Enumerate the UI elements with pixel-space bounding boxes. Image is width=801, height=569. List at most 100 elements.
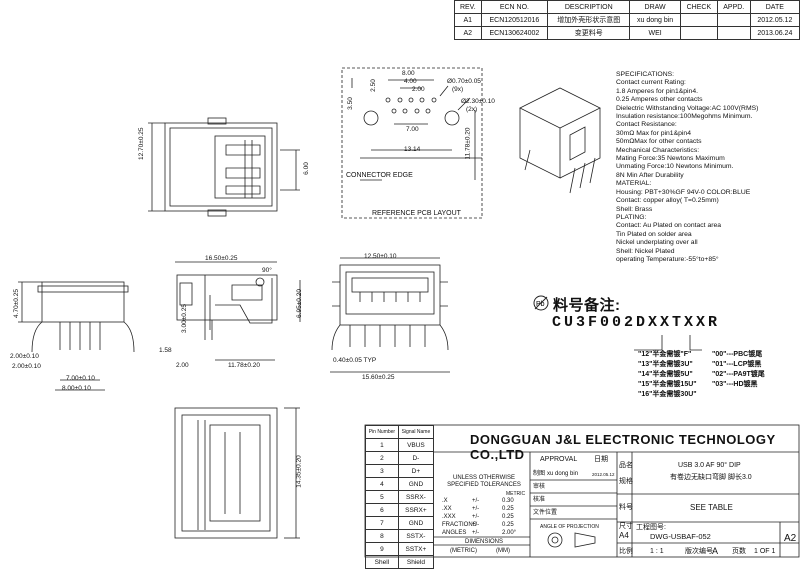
spec-line: operating Temperature:-55°to+85° [616,255,719,263]
spec-line: SPECIFICATIONS: [616,71,675,78]
rev-header: DRAW [629,0,681,14]
version-label: 版次编号 [685,548,713,555]
tolerance-row: FRACTIONS+/-0.25 [442,522,514,528]
pin-cell: SSTX+ [397,542,435,556]
rev-header: DATE [749,0,801,14]
part-option: "01"---LCP镀黑 [712,361,762,368]
drawn-label: 制图 [533,471,546,477]
spec-line: Insulation resistance:100Megohms Minimum… [616,113,753,121]
table-row: A1 ECN120512016 增加外壳形状示意图 xu dong bin 20… [454,13,801,27]
size-label: 尺寸 [619,523,633,530]
spec-line: Dielectric Withstanding Voltage:AC 100V(… [616,104,759,112]
doc-label: 文件位置 [533,510,558,516]
dim-side: 6.95±0.20 [295,289,303,318]
drawn-date: 2012.05.12 [592,472,615,477]
dim-side: 1.58 [159,347,172,354]
spec-line: Shell: Nickel Plated [616,247,675,255]
part-option: "14"半金需镀5U" [638,371,693,378]
tolerance-row: .X+/-0.30 [442,498,514,504]
rev-cell: 2013.06.24 [749,26,801,40]
part-option: "16"半金需镀30U" [638,391,697,398]
spec-line: PLATING: [616,213,647,221]
rev-header: DESCRIPTION [547,0,631,14]
dim-pcb: 3.50 [346,97,354,110]
rev-cell: ECN120512016 [480,13,549,27]
specifications-block: SPECIFICATIONS: Contact current Rating: … [616,71,758,264]
tolerance-row: .XX+/-0.25 [442,506,514,512]
metric-label: METRIC [506,491,526,497]
rev-cell: 2012.05.12 [749,13,801,27]
rev-cell [716,13,751,27]
spec-line: Unmating Force:10 Newtons Minimum. [616,163,734,171]
company-name: DONGGUAN J&L ELECTRONIC TECHNOLOGY CO.,L… [470,432,776,462]
dim-side: 3.00±0.25 [180,304,188,333]
dim-left: 2.00±0.10 [12,363,41,370]
approval-label: APPROVAL [540,456,578,463]
part-option: "12"半金需镀"F" [638,351,692,358]
rev-cell [679,26,718,40]
rev-cell [716,26,751,40]
part-option: "00"---PBC镀尾 [712,351,763,358]
dim-right: 15.60±0.25 [362,374,395,381]
projection-label: ANGLE OF PROJECTION [540,524,599,530]
spec-line: Housing: PBT+30%GF 94V-0 COLOR:BLUE [616,188,751,196]
rev-cell: ECN130624002 [480,26,549,40]
dim-right: 0.40±0.05 TYP [333,357,377,364]
rev-cell: A1 [454,13,482,27]
dim-pcb: 4.00 [404,78,417,85]
spec-line: MATERIAL: [616,180,652,188]
part-options-left: "12"半金需镀"F" "13"半金需镀3U" "14"半金需镀5U" "15"… [638,350,697,400]
connector-edge-label: CONNECTOR EDGE [346,172,413,179]
rev-header: ECN NO. [480,0,549,14]
rev-cell: WEI [629,26,681,40]
spec-label: 规格 [619,478,633,485]
rev-header: APPD. [716,0,751,14]
spec-line: 1.8 Amperes for pin1&pin4. [616,87,698,95]
spec-line: Nickel underplating over all [616,239,698,247]
approve-label: 核准 [533,497,546,503]
spec-line: Mating Force:35 Newtons Maximum [616,155,725,163]
spec-line: Shell: Brass [616,205,653,213]
iso-view [519,87,601,194]
pin-cell: SSTX- [397,529,435,543]
rev-cell: A2 [454,26,482,40]
revision-table: REV. ECN NO. DESCRIPTION DRAW CHECK APPD… [454,0,801,40]
dimensions-label: DIMENSIONS [465,539,504,545]
pin-cell: 8 [365,529,399,543]
pin-cell: D- [397,451,435,465]
dim-left: 8.00±0.10 [62,385,91,392]
check-label: 审核 [533,484,546,490]
pin-cell: D+ [397,464,435,478]
pin-cell: 4 [365,477,399,491]
dim-left: 2.00±0.10 [10,353,39,360]
units-metric: (METRIC) [450,548,477,554]
dim-side: 2.00 [176,362,189,369]
dim-pcb: Ø0.70±0.05 [447,78,481,85]
pin-cell: 2 [365,451,399,465]
dim-pcb: 2.00 [412,86,425,93]
pin-header: Signal Name [397,425,435,439]
pin-cell: 3 [365,464,399,478]
pin-cell: GND [397,477,435,491]
dim-pcb: 7.00 [406,126,419,133]
dim-pcb: (9x) [452,86,464,93]
date-label: 日期 [594,456,608,463]
pin-cell: 9 [365,542,399,556]
pin-cell: 7 [365,516,399,530]
spec-line: Mechanical Characteristics: [616,146,700,154]
dwg-no: DWG-USBAF-052 [650,532,711,541]
dim-pcb: 11.78±0.20 [464,127,472,160]
dim-pcb: 8.00 [402,70,415,77]
pin-cell: GND [397,516,435,530]
pcb-layout [341,67,483,219]
side-view [175,261,301,361]
spec-line: Tin Plated on solder area [616,230,692,238]
rohs-icon: Pb [533,295,549,316]
dim-pcb: (2x) [466,106,478,113]
